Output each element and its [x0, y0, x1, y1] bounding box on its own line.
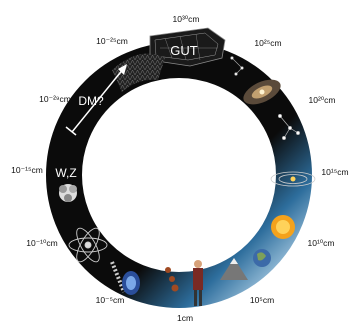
atom-icon	[68, 227, 108, 263]
ant-icon	[165, 267, 179, 292]
scale-label-1e30: 10³⁰cm	[172, 14, 199, 24]
cell-icon	[122, 271, 140, 295]
sun-icon	[271, 215, 295, 239]
mountain-icon	[220, 258, 248, 280]
human-icon	[193, 260, 203, 306]
scale-label-1e-25: 10⁻²⁵cm	[96, 36, 128, 46]
dm-arrow	[65, 64, 127, 136]
serpent-tail-scales	[112, 53, 165, 92]
scale-label-1e25: 10²⁵cm	[254, 38, 281, 48]
star-cluster-icon	[230, 56, 244, 76]
scale-label-1e-10: 10⁻¹⁰cm	[26, 238, 58, 248]
constellation-icon	[278, 114, 300, 140]
dna-icon	[110, 261, 126, 293]
earth-icon	[253, 249, 271, 267]
serpent-head	[149, 27, 226, 67]
solar-system-icon	[270, 171, 316, 187]
scale-label-1e15: 10¹⁵cm	[321, 167, 348, 177]
scale-label-1e5: 10⁵cm	[250, 295, 274, 305]
galaxy-icon	[243, 79, 281, 105]
dm-label: DM?	[78, 94, 104, 108]
scale-label-1e20: 10²⁰cm	[308, 95, 335, 105]
scale-label-1e-15: 10⁻¹⁵cm	[11, 165, 43, 175]
wz-label: W,Z	[55, 166, 76, 180]
scale-label-1e-20: 10⁻²⁹cm	[39, 94, 71, 104]
scale-label-1e-5: 10⁻⁵cm	[96, 295, 125, 305]
scale-label-1e10: 10¹⁰cm	[307, 238, 334, 248]
wz-particles-icon	[59, 184, 77, 202]
gut-label: GUT	[170, 43, 198, 58]
scale-label-1cm: 1cm	[177, 313, 193, 323]
